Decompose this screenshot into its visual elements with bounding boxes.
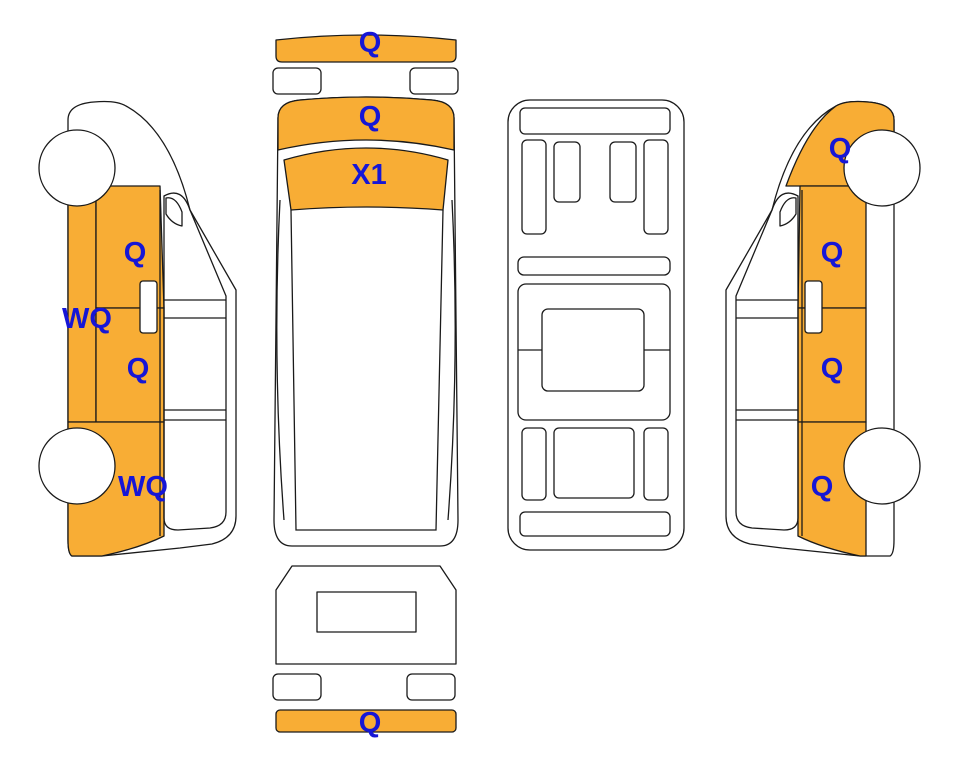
left-front-door-code: Q: [124, 237, 147, 269]
left-side-view: [38, 100, 237, 557]
right-rear-door-code: Q: [821, 353, 844, 385]
right-front-wheel: [843, 129, 921, 207]
right-front-fender-code: Q: [829, 133, 852, 165]
right-rear-quarter-code: Q: [811, 471, 834, 503]
rear-window: [316, 591, 417, 633]
rear-view: [272, 565, 457, 733]
front-bumper-code: Q: [359, 27, 382, 59]
right-taillight: [406, 673, 456, 701]
right-door-handle: [804, 280, 823, 334]
front-view: [272, 34, 459, 95]
right-front-door-code: Q: [821, 237, 844, 269]
hood-code: Q: [359, 101, 382, 133]
left-middle-code: WQ: [62, 303, 112, 335]
left-mirror: [165, 197, 183, 227]
rear-bumper-code: Q: [359, 707, 382, 739]
windshield-code: X1: [351, 159, 386, 191]
left-door-handle: [139, 280, 158, 334]
right-mirror: [779, 197, 797, 227]
front-bumper-zone[interactable]: [275, 34, 457, 63]
left-rear-quarter-code: WQ: [118, 471, 168, 503]
left-front-wheel: [38, 129, 116, 207]
underbody-view: [507, 99, 685, 551]
damage-codes: Q Q X1 Q Q WQ Q WQ Q Q Q Q: [62, 27, 851, 739]
hood-zone[interactable]: [277, 96, 455, 151]
right-side-view: [725, 100, 921, 557]
left-taillight: [272, 673, 322, 701]
rear-bumper-zone[interactable]: [275, 709, 457, 733]
left-rear-wheel: [38, 427, 116, 505]
right-rear-wheel: [843, 427, 921, 505]
right-headlight: [409, 67, 459, 95]
top-view: [273, 96, 459, 547]
left-headlight: [272, 67, 322, 95]
left-rear-door-code: Q: [127, 353, 150, 385]
